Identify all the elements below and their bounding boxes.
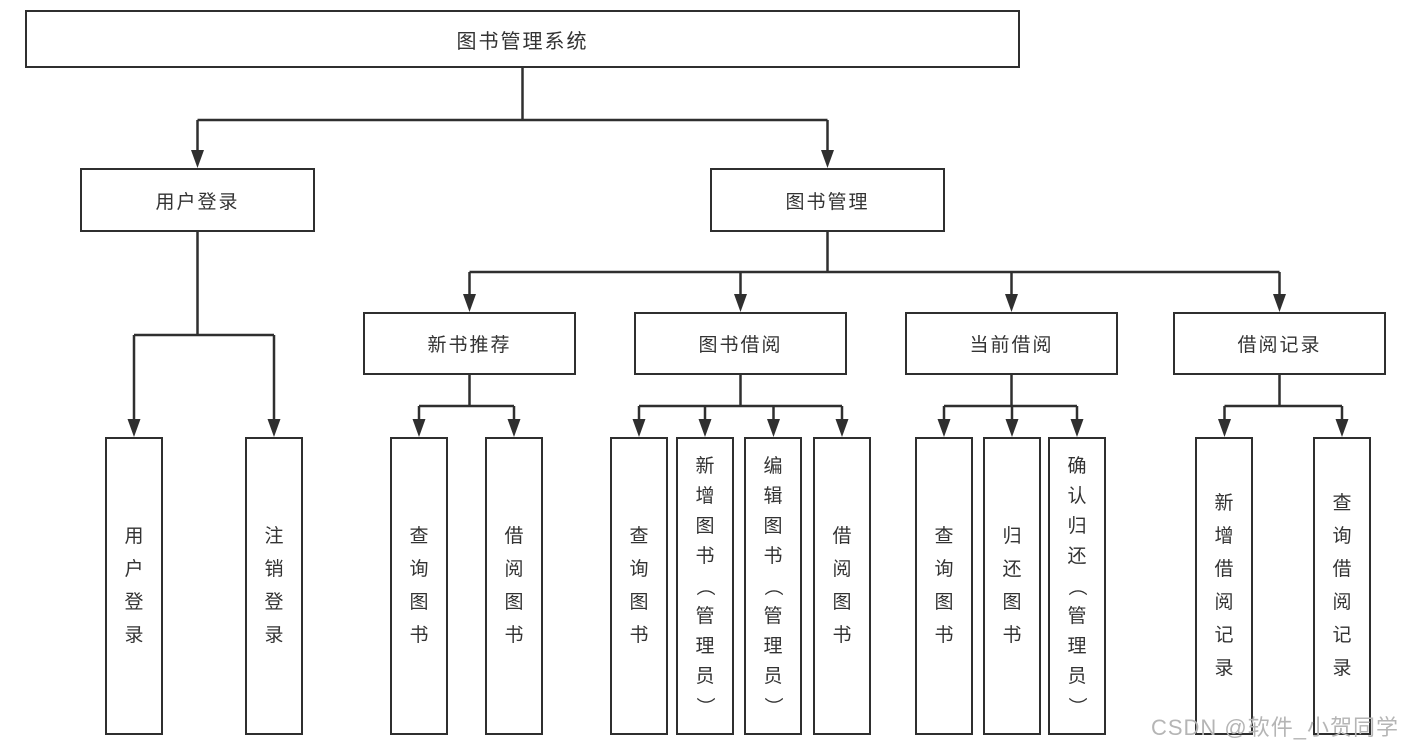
leaf-return-books: 归还图书 — [983, 437, 1041, 735]
arrowhead-down-icon — [1005, 294, 1018, 312]
leaf-borrow-books-1: 借阅图书 — [485, 437, 543, 735]
arrowhead-down-icon — [734, 294, 747, 312]
arrowhead-down-icon — [191, 150, 204, 168]
arrowhead-down-icon — [267, 419, 281, 437]
arrowhead-down-icon — [463, 294, 476, 312]
node-borrow-records: 借阅记录 — [1173, 312, 1386, 375]
leaf-query-borrow-record: 查询借阅记录 — [1313, 437, 1371, 735]
arrowhead-down-icon — [1218, 419, 1231, 437]
leaf-query-books-1: 查询图书 — [390, 437, 448, 735]
arrowhead-down-icon — [937, 419, 951, 437]
node-book-borrow: 图书借阅 — [634, 312, 847, 375]
arrowhead-down-icon — [767, 419, 780, 437]
leaf-confirm-return-admin: 确认归还（管理员） — [1048, 437, 1106, 735]
arrowhead-down-icon — [632, 419, 646, 437]
arrowhead-down-icon — [412, 419, 426, 437]
node-book-management-system: 图书管理系统 — [25, 10, 1020, 68]
arrowhead-down-icon — [821, 150, 834, 168]
leaf-add-book-admin: 新增图书（管理员） — [676, 437, 734, 735]
leaf-logout: 注销登录 — [245, 437, 303, 735]
leaf-query-books-3: 查询图书 — [915, 437, 973, 735]
arrowhead-down-icon — [1005, 419, 1019, 437]
node-book-management: 图书管理 — [710, 168, 945, 232]
node-new-book-recommend: 新书推荐 — [363, 312, 576, 375]
arrowhead-down-icon — [698, 419, 712, 437]
leaf-query-books-2: 查询图书 — [610, 437, 668, 735]
leaf-user-login: 用户登录 — [105, 437, 163, 735]
arrowhead-down-icon — [1273, 294, 1286, 312]
node-user-login: 用户登录 — [80, 168, 315, 232]
arrowhead-down-icon — [835, 419, 849, 437]
arrowhead-down-icon — [507, 419, 521, 437]
leaf-edit-book-admin: 编辑图书（管理员） — [744, 437, 802, 735]
arrowhead-down-icon — [1335, 419, 1349, 437]
arrowhead-down-icon — [127, 419, 141, 437]
arrowhead-down-icon — [1070, 419, 1084, 437]
leaf-borrow-books-2: 借阅图书 — [813, 437, 871, 735]
watermark: CSDN @软件_小贺同学 — [1150, 715, 1399, 740]
leaf-add-borrow-record: 新增借阅记录 — [1195, 437, 1253, 735]
node-current-borrow: 当前借阅 — [905, 312, 1118, 375]
